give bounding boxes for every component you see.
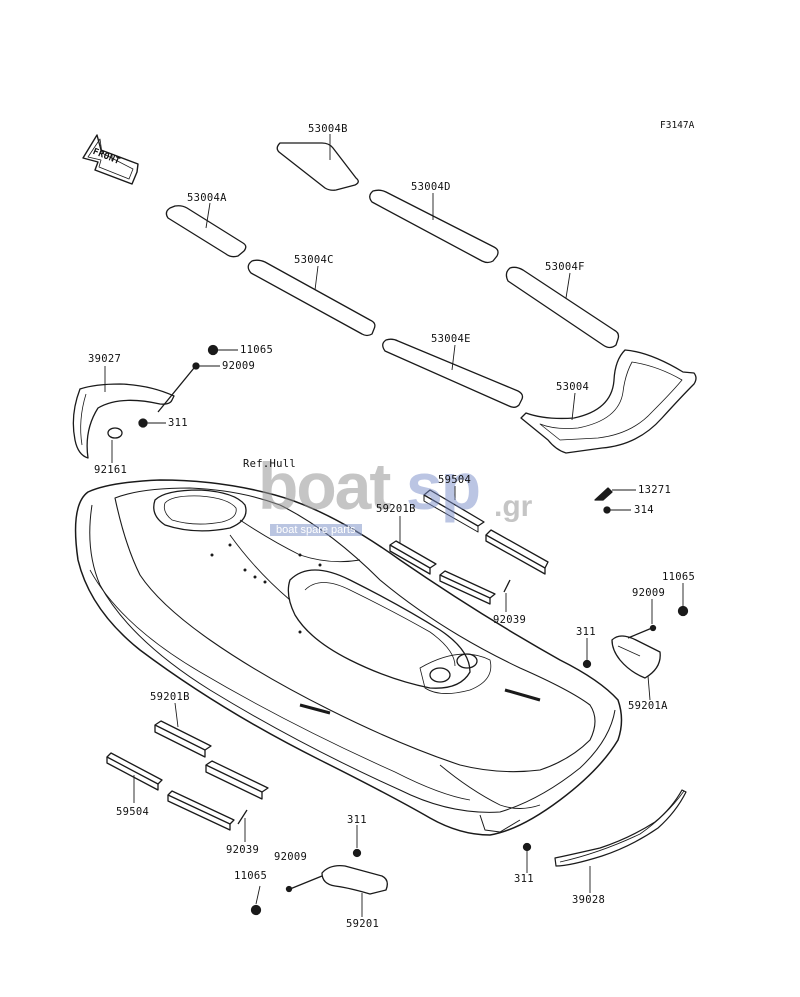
part-59201 [321,865,388,895]
watermark-tagline: boat spare parts [270,524,362,536]
label-92009-bottom: 92009 [274,851,308,863]
label-311-right: 311 [576,626,596,638]
label-39027: 39027 [88,353,122,365]
part-59504-lower-b [167,790,235,825]
watermark-logo: boat sp .gr boat spare parts [258,449,548,541]
label-92039-mid: 92039 [493,614,527,626]
mat-53004E [382,338,524,408]
label-53004F: 53004F [545,261,585,273]
label-11065-top: 11065 [240,344,274,356]
label-39028: 39028 [572,894,606,906]
label-53004A: 53004A [187,192,227,204]
mat-53004 [520,349,697,454]
part-59201B-lower-b [205,760,269,793]
label-53004C: 53004C [294,254,334,266]
mat-53004F [505,266,620,349]
label-59201B-top: 59201B [376,503,416,515]
label-53004E: 53004E [431,333,471,345]
part-59504-upper-b [485,529,549,569]
ref-hull-label: Ref.Hull [243,458,296,470]
part-39028 [554,789,687,867]
label-59201B-bottom: 59201B [150,691,190,703]
label-53004: 53004 [556,381,590,393]
label-59504-top: 59504 [438,474,472,486]
hull-reference [74,479,623,836]
label-59201: 59201 [346,918,380,930]
part-59201B-upper-a [389,540,437,569]
label-53004D: 53004D [411,181,451,193]
label-59504-bottom: 59504 [116,806,150,818]
part-59201B-lower-a [154,720,212,751]
part-59504-upper [423,489,485,527]
label-92039-bottom: 92039 [226,844,260,856]
mat-53004D [369,189,499,264]
label-92009-top: 92009 [222,360,256,372]
label-59201A: 59201A [628,700,668,712]
watermark-brand-a: boat [258,449,391,523]
part-59201A [611,635,661,679]
watermark-suffix: .gr [494,490,533,523]
front-arrow-icon [82,134,139,185]
mat-53004A [165,205,247,258]
label-311-stern: 311 [514,873,534,885]
watermark-brand-b: sp [406,449,481,523]
label-53004B: 53004B [308,123,348,135]
figure-code: F3147A [660,120,695,131]
part-13271 [594,487,613,501]
label-11065-right: 11065 [662,571,696,583]
part-59201B-upper-b [439,570,496,599]
part-92161 [107,427,123,439]
label-311-top: 311 [168,417,188,429]
mat-53004B [276,142,359,191]
label-314: 314 [634,504,654,516]
label-311-bottom: 311 [347,814,367,826]
mat-53004C [247,259,376,337]
label-92009-right: 92009 [632,587,666,599]
part-39027 [72,383,175,459]
label-92161: 92161 [94,464,128,476]
label-11065-bottom: 11065 [234,870,268,882]
part-59504-lower-a [106,752,163,785]
label-13271: 13271 [638,484,672,496]
